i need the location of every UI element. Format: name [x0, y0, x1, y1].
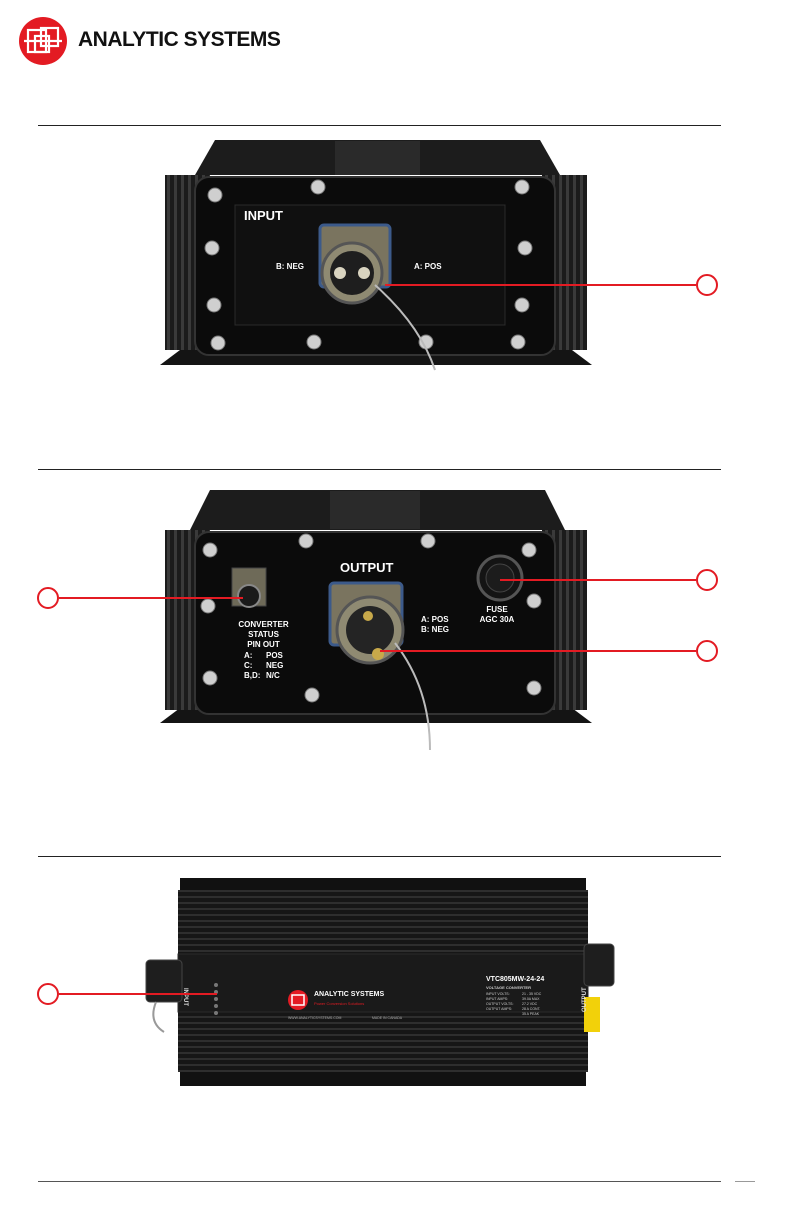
- spec-row: INPUT VOLTS: 21 - 35 VDC: [486, 992, 541, 997]
- output-title: OUTPUT: [340, 560, 394, 575]
- analytic-systems-logo-icon: [19, 17, 67, 65]
- fuse-line: FUSE: [486, 605, 508, 614]
- spec-row: OUTPUT AMPS: 28 A CONT.: [486, 1007, 541, 1012]
- input-panel-photo: [160, 140, 592, 371]
- spec-value: 39.0A MAX: [522, 997, 540, 1001]
- pin-value: NEG: [266, 661, 284, 670]
- spec-value: 35 A PEAK: [522, 1012, 540, 1016]
- spec-key: INPUT VOLTS:: [486, 992, 510, 996]
- spec-table: INPUT VOLTS: 21 - 35 VDC INPUT AMPS: 39.0A…: [486, 992, 541, 1017]
- top-input-label: INPUT: [182, 988, 188, 1006]
- pin-value: N/C: [266, 671, 280, 680]
- footer-divider: [38, 1181, 721, 1182]
- pin-a-label: A: POS: [414, 262, 442, 271]
- pin-b-label: B: NEG: [421, 625, 449, 634]
- section-divider: [38, 856, 721, 857]
- callout-marker: [696, 640, 718, 662]
- callout-line: [59, 597, 243, 599]
- footer-divider-short: [735, 1181, 755, 1182]
- pin-a-label: A: POS: [421, 615, 449, 624]
- output-panel-photo: [160, 490, 592, 750]
- pin-row: B,D: N/C: [244, 671, 283, 681]
- model-number: VTC805MW-24-24: [486, 976, 545, 983]
- status-line: PIN OUT: [247, 640, 280, 649]
- pin-row: C: NEG: [244, 661, 283, 671]
- callout-line: [500, 579, 696, 581]
- callout-marker: [696, 274, 718, 296]
- brand-header: [18, 16, 258, 66]
- spec-key: OUTPUT AMPS:: [486, 1007, 512, 1011]
- status-line: STATUS: [248, 630, 279, 639]
- section-divider: [38, 469, 721, 470]
- pin-key: B,D:: [244, 671, 261, 680]
- callout-line: [59, 993, 217, 995]
- spec-key: INPUT AMPS:: [486, 997, 509, 1001]
- top-brand: ANALYTIC SYSTEMS: [314, 991, 385, 998]
- spec-value: 21 - 35 VDC: [522, 992, 542, 996]
- brand-name: ANALYTIC SYSTEMS: [78, 28, 281, 51]
- website: WWW.ANALYTICSYSTEMS.COM: [288, 1016, 342, 1020]
- callout-marker: [696, 569, 718, 591]
- pin-table: A: POS C: NEG B,D: N/C: [244, 651, 283, 681]
- converter-status-label: CONVERTER STATUS PIN OUT: [236, 620, 291, 650]
- spec-row: 35 A PEAK: [486, 1012, 541, 1017]
- status-line: CONVERTER: [238, 620, 289, 629]
- model-sub: VOLTAGE CONVERTER: [486, 985, 531, 990]
- fuse-line: AGC 30A: [479, 615, 515, 624]
- section-divider: [38, 125, 721, 126]
- callout-marker: [37, 983, 59, 1005]
- pin-key: C:: [244, 661, 253, 670]
- pin-value: POS: [266, 651, 283, 660]
- pin-row: A: POS: [244, 651, 283, 661]
- spec-key: OUTPUT VOLTS:: [486, 1002, 514, 1006]
- output-pins: A: POS B: NEG: [421, 615, 449, 635]
- callout-marker: [37, 587, 59, 609]
- pin-b-label: B: NEG: [276, 262, 304, 271]
- spec-value: 28 A CONT.: [522, 1007, 541, 1011]
- callout-line: [385, 284, 696, 286]
- made-in: MADE IN CANADA: [372, 1016, 403, 1020]
- callout-line: [380, 650, 696, 652]
- spec-value: 27.2 VDC: [522, 1002, 538, 1006]
- top-output-label: OUTPUT: [582, 987, 588, 1012]
- fuse-label: FUSE AGC 30A: [472, 605, 522, 625]
- top-brand-sub: Power Conversion Solutions: [314, 1001, 365, 1006]
- spec-row: INPUT AMPS: 39.0A MAX: [486, 997, 541, 1002]
- pin-key: A:: [244, 651, 253, 660]
- input-title: INPUT: [244, 208, 283, 223]
- spec-row: OUTPUT VOLTS: 27.2 VDC: [486, 1002, 541, 1007]
- top-view-photo: [145, 878, 615, 1086]
